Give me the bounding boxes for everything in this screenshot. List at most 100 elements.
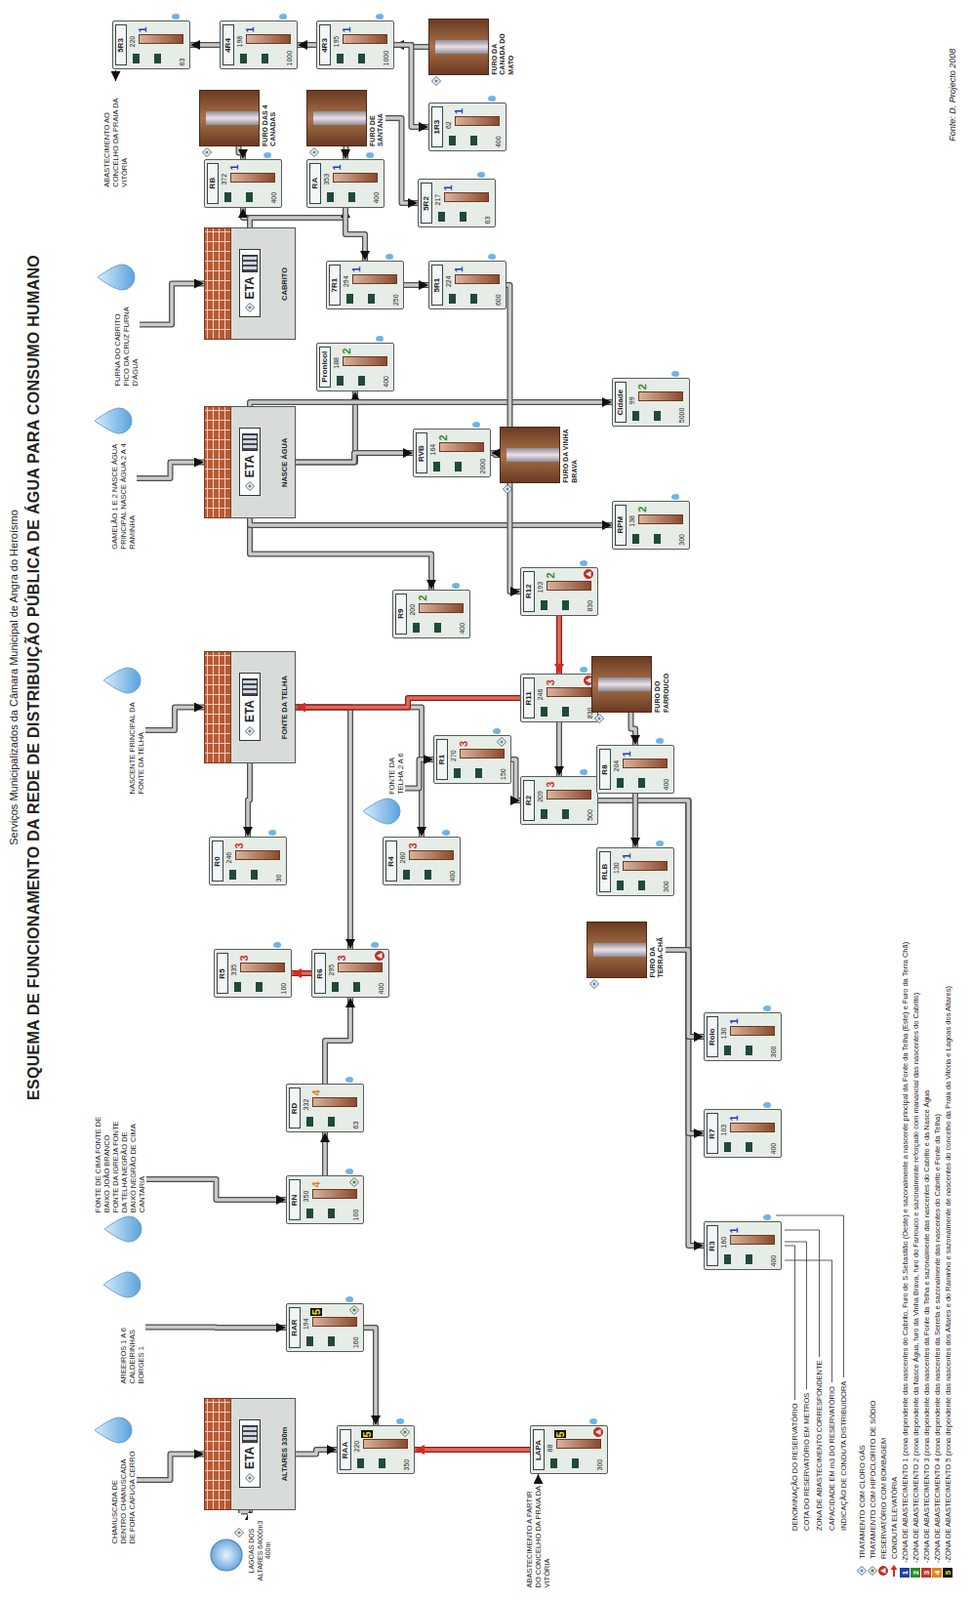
- reservoir-box: LAPA885300: [529, 1425, 608, 1475]
- water-pipe: [635, 793, 637, 848]
- water-source: FURNA DO CABRITO PICO DA CRUZ FURNA D'ÁG…: [96, 264, 140, 387]
- icon-shape: [859, 1568, 864, 1573]
- pipe-stroke: [249, 518, 612, 526]
- treatment-icon: [867, 1563, 878, 1578]
- drop-holder: [93, 406, 137, 435]
- treatment-icon: [889, 1563, 899, 1578]
- pipe-stroke: [343, 146, 348, 160]
- pipe-stroke: [598, 800, 704, 1246]
- reservoir-box: RD332463: [285, 1083, 365, 1133]
- level-mark: [255, 982, 263, 993]
- legend-text: RESERVATÓRIO COM BOMBAGEM: [879, 1437, 889, 1559]
- plant-label: ETA: [243, 1446, 257, 1469]
- level-mark: [327, 1208, 335, 1218]
- borehole-picture: [306, 89, 367, 147]
- reservoir-name: 4R3: [320, 38, 329, 53]
- water-pipe: [146, 1178, 286, 1200]
- chlorine-gas-icon: [244, 1472, 255, 1483]
- reservoir-name: Cidade: [615, 389, 625, 416]
- source-names: AREEIROS 1 A 6 CALDEIRINHAS BORGES 1: [119, 1301, 146, 1384]
- icon-shape: [235, 1528, 244, 1538]
- reservoir-name: Pronicol: [320, 351, 329, 383]
- lagoon: LAGOAS DOS ALTARES 64000m3 400m: [208, 1513, 274, 1588]
- leader-line: [784, 1229, 820, 1357]
- treatment-icon: [431, 76, 442, 86]
- treatment-icon: [583, 568, 594, 579]
- name-plate: RD: [288, 1087, 301, 1129]
- reservoir-name: RD: [289, 1102, 299, 1115]
- pipe-stroke: [631, 712, 637, 745]
- pipe-stroke: [324, 997, 351, 1084]
- capacity-value: 300: [596, 1458, 605, 1471]
- legend-text: TRATAMENTO COM CLORO GÁS: [857, 1444, 867, 1559]
- pump-icon: [583, 568, 594, 579]
- level-mark: [358, 54, 365, 65]
- treatment-icon: [856, 1563, 867, 1578]
- treatment-icon: [241, 726, 259, 736]
- legend-row: TRATAMENTO COM CLORO GÁS: [856, 1444, 867, 1578]
- capacity-value: 400: [494, 135, 503, 148]
- zone-number: 5: [310, 1307, 323, 1316]
- reservoir-box: R71031400: [703, 1109, 782, 1159]
- zone-number: 2: [416, 593, 429, 602]
- elevation-value: 246: [225, 851, 234, 864]
- water-pipe: [145, 1326, 286, 1329]
- pipe-stroke: [556, 615, 563, 674]
- level-mark: [240, 54, 247, 65]
- pump-icon: [593, 1427, 604, 1438]
- name-plate: LAPA: [532, 1429, 545, 1471]
- elevation-value: 138: [628, 515, 637, 527]
- elevation-value: 188: [332, 357, 341, 369]
- plant-window: [242, 678, 258, 696]
- icon-shape: [245, 303, 255, 313]
- level-mark: [306, 1116, 314, 1127]
- pipe-stroke: [249, 402, 612, 406]
- icon-shape: [878, 1565, 888, 1575]
- pipe-stroke: [345, 207, 365, 261]
- leader-line: [775, 1215, 845, 1377]
- icon-shape: [499, 739, 504, 744]
- level-mark: [331, 982, 339, 993]
- capacity-value: 400: [662, 778, 671, 791]
- treatment-icon: [878, 1563, 889, 1578]
- legend-text: CONDUTA ELEVATÓRIA: [890, 1476, 899, 1559]
- chlorine-gas-icon: [594, 713, 605, 724]
- level-gauge: [729, 1235, 775, 1246]
- drop-shape: [94, 407, 132, 434]
- level-gauge: [729, 1123, 775, 1134]
- level-mark: [632, 533, 640, 544]
- capacity-value: 63: [178, 58, 187, 67]
- level-mark: [550, 1458, 558, 1469]
- source-names: NASCENTE PRINCIPAL DA FONTE DA TELHA: [127, 697, 146, 795]
- zone-number: 3: [457, 739, 470, 748]
- pipe-stroke: [136, 1454, 204, 1481]
- reservoir-name: RAA: [340, 1441, 350, 1458]
- plant-name: CABRITO: [280, 230, 289, 337]
- level-mark: [358, 375, 365, 386]
- pipe-stroke: [490, 452, 500, 455]
- reservoir-name: RB: [207, 177, 217, 190]
- borehole: FURO DA TERRA-CHÃ: [586, 921, 666, 978]
- level-mark: [433, 462, 441, 473]
- borehole-picture: [428, 18, 489, 76]
- treatment-icon: [400, 1427, 410, 1438]
- water-pipe: [490, 452, 500, 455]
- pipe-stroke: [295, 1449, 337, 1455]
- zone-number: 1: [452, 107, 465, 116]
- pipe-stroke: [322, 1132, 328, 1175]
- water-pipe: [239, 146, 244, 160]
- reservoir-name: LAPA: [533, 1439, 543, 1460]
- drop-shape: [363, 798, 401, 824]
- leader-line: [784, 1259, 833, 1382]
- water-pipe: [598, 800, 704, 1037]
- reservoir-name: 5R2: [421, 196, 431, 211]
- chlorine-gas-icon: [431, 76, 442, 86]
- plant-roof: [203, 650, 232, 764]
- reservoir-name: R9: [396, 608, 405, 619]
- legend-swatch: 5: [942, 1567, 953, 1578]
- name-plate: RN: [288, 1178, 301, 1220]
- pipe-stroke: [364, 1327, 376, 1425]
- name-plate: 5R1: [431, 264, 444, 306]
- source-names: GAMELÃO 1 E 2 NASCE ÁGUA PRINCIPAL NASCE…: [110, 437, 137, 550]
